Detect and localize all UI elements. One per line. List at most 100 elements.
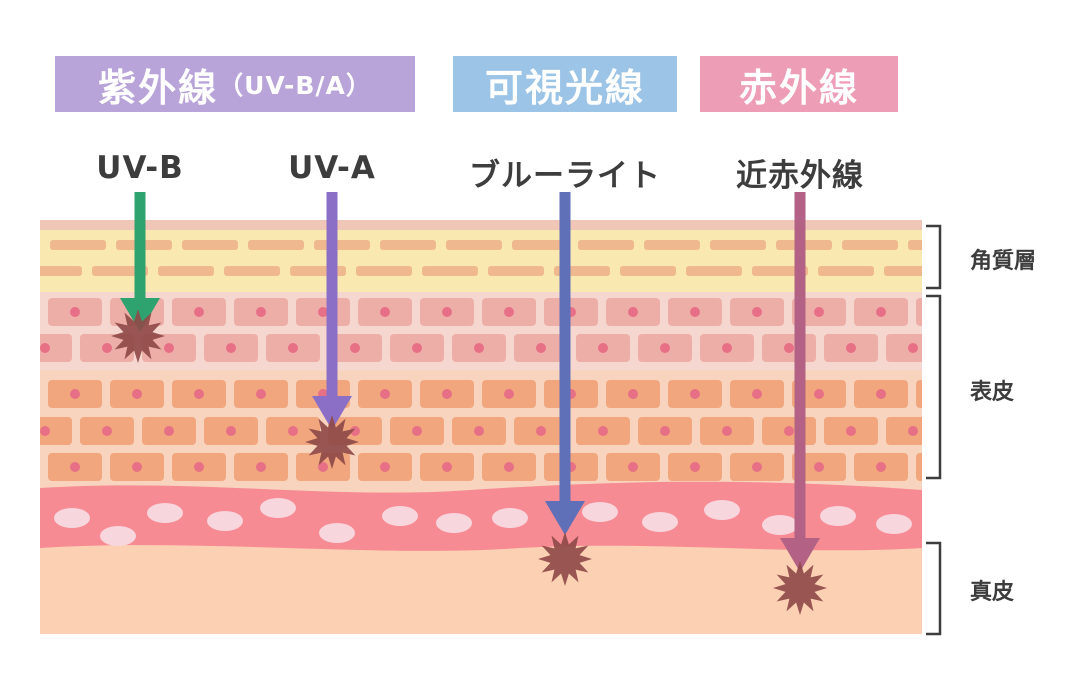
cell-nucleus bbox=[846, 426, 856, 436]
cell-nucleus bbox=[876, 389, 886, 399]
cell-nucleus bbox=[40, 343, 50, 353]
ray-label-near-infrared: 近赤外線 bbox=[736, 158, 864, 194]
cell-nucleus bbox=[318, 307, 328, 317]
cell-nucleus bbox=[628, 389, 638, 399]
cell-nucleus bbox=[908, 426, 918, 436]
epidermis-cell bbox=[916, 380, 922, 408]
basal-cell bbox=[207, 511, 243, 531]
cell-nucleus bbox=[474, 343, 484, 353]
damage-burst-2 bbox=[538, 532, 592, 586]
epidermis-cell bbox=[916, 298, 922, 326]
basal-cell bbox=[436, 513, 472, 533]
cell-nucleus bbox=[628, 307, 638, 317]
damage-burst-0 bbox=[111, 309, 165, 363]
cell-nucleus bbox=[474, 426, 484, 436]
basal-cell bbox=[642, 512, 678, 532]
cell-nucleus bbox=[8, 307, 18, 317]
basal-cell bbox=[319, 523, 355, 543]
cell-nucleus bbox=[102, 426, 112, 436]
cell-nucleus bbox=[70, 389, 80, 399]
corneum-cell bbox=[40, 266, 82, 276]
damage-burst-1 bbox=[305, 415, 359, 469]
cell-nucleus bbox=[442, 389, 452, 399]
cell-nucleus bbox=[660, 426, 670, 436]
cell-nucleus bbox=[784, 343, 794, 353]
skin-surface bbox=[40, 220, 922, 230]
cell-nucleus bbox=[8, 389, 18, 399]
epidermis-cell bbox=[886, 334, 922, 362]
cell-nucleus bbox=[194, 389, 204, 399]
corneum-cell bbox=[446, 240, 502, 250]
cell-nucleus bbox=[380, 462, 390, 472]
category-infrared: 赤外線 bbox=[700, 56, 898, 112]
cell-nucleus bbox=[752, 462, 762, 472]
corneum-cell bbox=[158, 266, 214, 276]
corneum-cell bbox=[356, 266, 412, 276]
cell-nucleus bbox=[226, 343, 236, 353]
bracket-epidermis bbox=[926, 294, 942, 480]
basal-cell bbox=[704, 500, 740, 520]
basal-cell bbox=[382, 506, 418, 526]
basal-cell bbox=[492, 508, 528, 528]
cell-nucleus bbox=[504, 462, 514, 472]
basal-cell bbox=[582, 502, 618, 522]
cell-nucleus bbox=[412, 343, 422, 353]
epidermis-cell bbox=[0, 453, 40, 481]
corneum-cell bbox=[578, 240, 634, 250]
cell-nucleus bbox=[288, 343, 298, 353]
cell-nucleus bbox=[70, 307, 80, 317]
cell-nucleus bbox=[132, 389, 142, 399]
cell-nucleus bbox=[876, 462, 886, 472]
cell-nucleus bbox=[598, 426, 608, 436]
basal-cell bbox=[876, 514, 912, 534]
cell-nucleus bbox=[814, 462, 824, 472]
cell-nucleus bbox=[690, 462, 700, 472]
cell-nucleus bbox=[846, 343, 856, 353]
cell-nucleus bbox=[380, 389, 390, 399]
corneum-cell bbox=[314, 240, 370, 250]
category-uv-label: 紫外線 bbox=[98, 65, 219, 110]
cell-nucleus bbox=[8, 462, 18, 472]
corneum-cell bbox=[248, 240, 304, 250]
corneum-cell bbox=[290, 266, 346, 276]
corneum-cell bbox=[884, 266, 922, 276]
damage-burst-3 bbox=[773, 561, 827, 615]
cell-nucleus bbox=[660, 343, 670, 353]
cell-nucleus bbox=[380, 307, 390, 317]
cell-nucleus bbox=[442, 307, 452, 317]
corneum-cell bbox=[488, 266, 544, 276]
epidermis-cell bbox=[916, 453, 922, 481]
cell-nucleus bbox=[132, 462, 142, 472]
cell-nucleus bbox=[226, 426, 236, 436]
cell-nucleus bbox=[752, 389, 762, 399]
corneum-cell bbox=[644, 240, 700, 250]
epidermis-cell bbox=[40, 417, 72, 445]
arrow-head-1 bbox=[312, 396, 352, 430]
epidermis-cell bbox=[0, 298, 40, 326]
category-infrared-label: 赤外線 bbox=[738, 65, 859, 110]
cell-nucleus bbox=[164, 343, 174, 353]
cell-nucleus bbox=[752, 307, 762, 317]
cell-nucleus bbox=[194, 307, 204, 317]
corneum-cell bbox=[842, 240, 898, 250]
cell-nucleus bbox=[412, 426, 422, 436]
category-visible-light: 可視光線 bbox=[453, 56, 677, 112]
category-uv-sub: （UV-B/A） bbox=[218, 71, 372, 100]
arrow-head-3 bbox=[780, 538, 820, 572]
corneum-cell bbox=[686, 266, 742, 276]
bracket-dermis bbox=[926, 541, 942, 636]
cell-nucleus bbox=[690, 307, 700, 317]
category-visible-label: 可視光線 bbox=[484, 65, 645, 110]
corneum-cell bbox=[818, 266, 874, 276]
cell-nucleus bbox=[722, 343, 732, 353]
basal-cell bbox=[260, 498, 296, 518]
cell-nucleus bbox=[690, 389, 700, 399]
basal-cell bbox=[820, 506, 856, 526]
ray-label-uvb: UV-B bbox=[96, 150, 184, 186]
cell-nucleus bbox=[504, 389, 514, 399]
cell-nucleus bbox=[256, 389, 266, 399]
cell-nucleus bbox=[504, 307, 514, 317]
cell-nucleus bbox=[814, 307, 824, 317]
cell-nucleus bbox=[628, 462, 638, 472]
layer-label-dermis: 真皮 bbox=[970, 580, 1015, 605]
